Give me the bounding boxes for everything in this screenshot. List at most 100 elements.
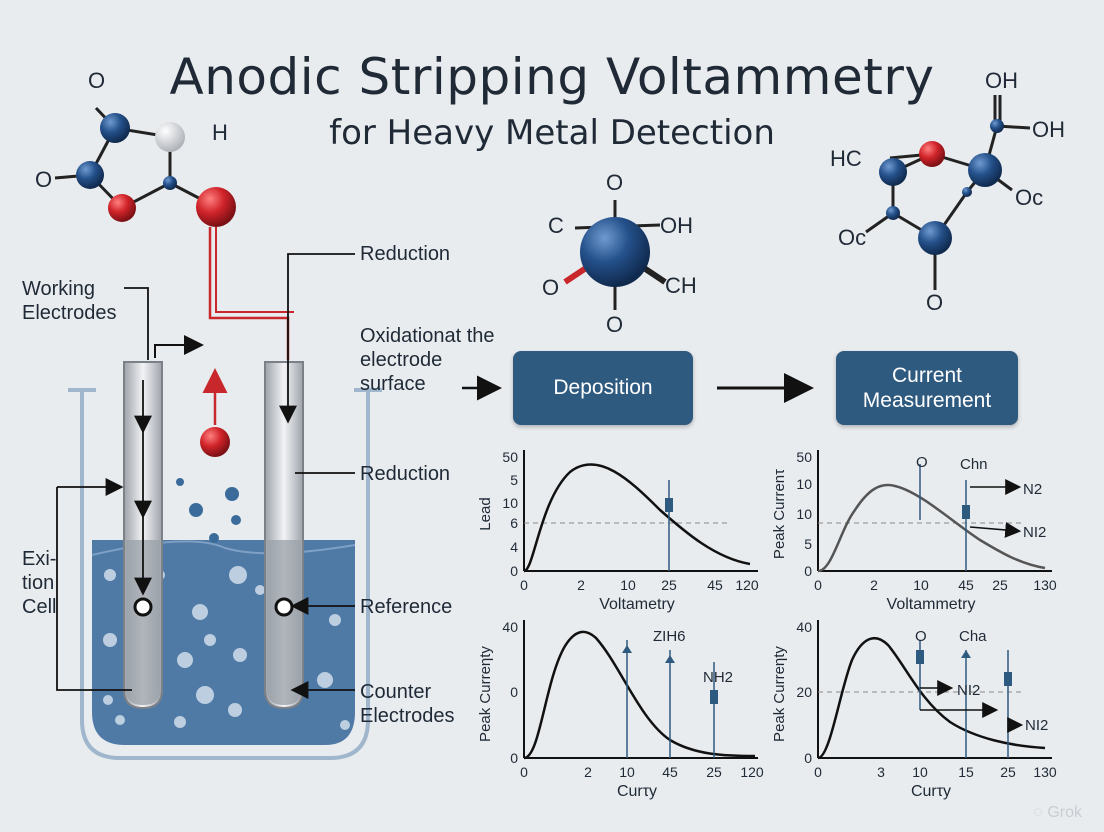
atom-label: O (35, 167, 52, 192)
watermark-text: Grok (1047, 804, 1082, 821)
center-molecule: O C OH O CH O (542, 170, 697, 337)
y-tick-label: 6 (510, 515, 518, 531)
y-tick-label: 10 (796, 476, 812, 492)
y-tick-label: 20 (796, 684, 812, 700)
chart-annotation: O (916, 454, 928, 471)
y-tick-label: 0 (804, 750, 812, 766)
x-tick-label: 2 (870, 577, 878, 593)
y-tick-label: 0 (510, 563, 518, 579)
chart-annotation: NI2 (1023, 524, 1046, 541)
atom-label: Oc (838, 225, 866, 250)
series-line (817, 483, 1046, 573)
x-tick-label: 15 (958, 764, 974, 780)
y-tick-label: 10 (796, 506, 812, 522)
y-tick-label: 5 (804, 536, 812, 552)
working-electrodes-label: Working Electrodes (22, 278, 117, 324)
reduction-mid-label: Reduction (360, 463, 451, 485)
x-tick-label: 45 (958, 577, 974, 593)
measurement-box: Current Measurement (836, 351, 1018, 425)
atom-label: O (606, 312, 623, 337)
series-line (523, 630, 756, 760)
chart-annotation: Chn (960, 456, 988, 473)
x-tick-label: 130 (1033, 577, 1057, 593)
y-tick-label: 10 (502, 495, 518, 511)
y-tick-label: 40 (502, 619, 518, 635)
left-molecule: O O H (35, 68, 294, 360)
chart-annotation: NI2 (957, 682, 980, 699)
x-axis-label: Curτy (617, 783, 657, 800)
chart-annotation: Cha (959, 628, 987, 645)
x-tick-label: 45 (662, 764, 678, 780)
y-axis-label: Peak Currenτ (771, 469, 788, 559)
x-tick-label: 10 (619, 764, 635, 780)
deposition-box: Deposition (513, 351, 693, 425)
marker-triangle (665, 655, 675, 663)
atom-label: HC (830, 146, 862, 171)
x-tick-label: 25 (1000, 764, 1016, 780)
right-molecule: OH OH HC Oc Oc O (830, 68, 1065, 315)
page-title: Anodic Stripping Voltammetry (169, 48, 935, 106)
marker-triangle (961, 650, 971, 658)
x-tick-label: 10 (912, 764, 928, 780)
atom-label: CH (665, 273, 697, 298)
atom-label: O (542, 275, 559, 300)
series-line (523, 463, 751, 573)
y-tick-label: 0 (510, 684, 518, 700)
atom-label: O (88, 68, 105, 93)
y-tick-label: 50 (796, 449, 812, 465)
oxidation-label: Oxidationat the electrode surface (360, 325, 495, 395)
x-tick-label: 45 (707, 577, 723, 593)
page-subtitle: for Heavy Metal Detection (329, 113, 775, 153)
atom-label: H (212, 120, 228, 145)
atom-label: C (548, 213, 564, 238)
watermark-label: ◌ Grok (1033, 804, 1082, 821)
x-tick-label: 120 (735, 577, 759, 593)
y-tick-label: 4 (510, 539, 518, 555)
x-axis-label: Voltametry (599, 596, 675, 613)
chart-annotation: O (915, 628, 927, 645)
marker-box (665, 498, 673, 512)
x-tick-label: 10 (913, 577, 929, 593)
electrochemical-cell (56, 253, 814, 760)
atom-label: OH (1032, 117, 1065, 142)
y-axis-label: Peak Curreηty (771, 646, 788, 742)
y-tick-label: 5 (510, 472, 518, 488)
chart-annotation: NH2 (703, 669, 733, 686)
y-tick-label: 0 (804, 563, 812, 579)
x-tick-label: 130 (1033, 764, 1057, 780)
atom-label: OH (985, 68, 1018, 93)
y-tick-label: 0 (510, 750, 518, 766)
reference-label: Reference (360, 596, 453, 618)
x-tick-label: 0 (520, 577, 528, 593)
x-tick-label: 25 (661, 577, 677, 593)
y-axis-label: Peak Curreηty (477, 646, 494, 742)
x-tick-label: 25 (706, 764, 722, 780)
chart-annotation: ZIH6 (653, 628, 686, 645)
y-axis-label: Lead (477, 497, 494, 530)
marker-box (710, 690, 718, 704)
atom-label: O (926, 290, 943, 315)
atom-label: O (606, 170, 623, 195)
x-tick-label: 2 (577, 577, 585, 593)
cell-label: Exi- tion Cell (22, 548, 57, 618)
x-tick-label: 25 (992, 577, 1008, 593)
marker-box (1004, 672, 1012, 686)
atom-label: OH (660, 213, 693, 238)
x-axis-label: Curτy (911, 783, 951, 800)
x-tick-label: 0 (814, 577, 822, 593)
annotation-arrow (969, 521, 1022, 538)
marker-triangle (622, 645, 632, 653)
counter-electrodes-label: Counter Electrodes (360, 681, 455, 727)
x-tick-label: 10 (620, 577, 636, 593)
x-tick-label: 3 (877, 764, 885, 780)
chart-annotation: NI2 (1025, 717, 1048, 734)
x-tick-label: 120 (740, 764, 764, 780)
x-tick-label: 2 (584, 764, 592, 780)
y-tick-label: 40 (796, 619, 812, 635)
marker-box (916, 650, 924, 664)
x-axis-label: Voltammetry (887, 596, 976, 613)
